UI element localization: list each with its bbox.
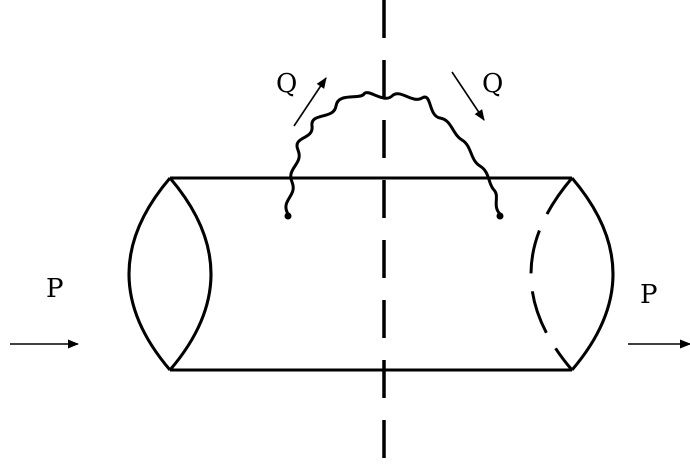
photon-label-right: Q <box>482 69 503 99</box>
photon-wavy-line <box>284 91 502 216</box>
cylinder-right-cap-inner-dashed <box>529 177 574 371</box>
cylinder-left-cap-inner <box>168 177 213 371</box>
cylinder-left-cap-outer <box>127 177 172 371</box>
cylinder-right-cap-outer <box>570 177 615 371</box>
incoming-momentum-label: P <box>46 274 64 304</box>
photon-vertex-left <box>284 212 292 220</box>
photon-vertex-right <box>496 212 504 220</box>
hadron-cylinder <box>127 176 615 372</box>
photon-label-left: Q <box>276 69 297 99</box>
outgoing-momentum-label: P <box>640 280 658 310</box>
photon-arrow-right <box>451 71 485 121</box>
photon-arrow-left <box>293 77 327 127</box>
